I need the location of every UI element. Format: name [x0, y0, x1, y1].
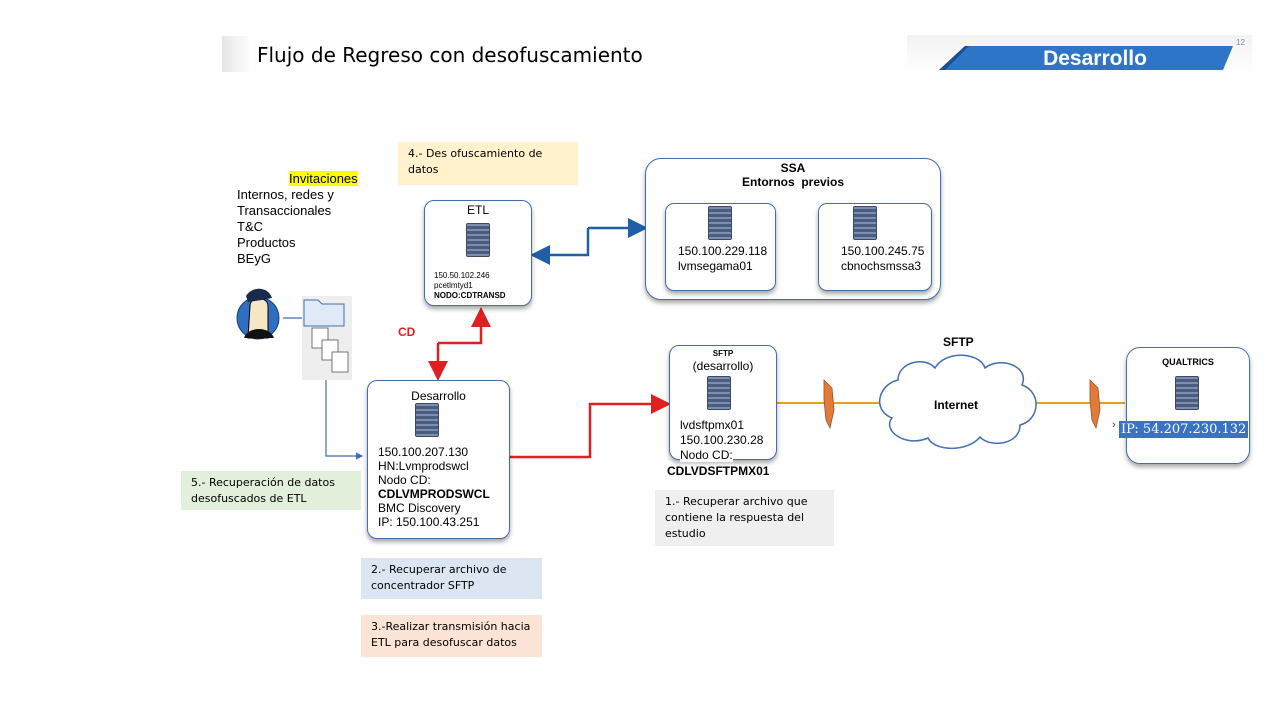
note-step-1: 1.- Recuperar archivo que contiene la re… [655, 490, 834, 546]
sftp-node-title: SFTP [712, 349, 734, 358]
desarrollo-bmc-ip: IP: 150.100.43.251 [378, 515, 480, 529]
desarrollo-bmc: BMC Discovery [378, 501, 461, 515]
invitations-line: Productos [237, 235, 296, 250]
sftp-ip: 150.100.230.28 [680, 433, 764, 447]
ssa-server2-box: 150.100.245.75 cbnochsmssa3 [818, 203, 932, 291]
user-hair-shape [246, 288, 272, 302]
invitations-line: BEyG [237, 251, 271, 266]
ssa-subtitle: Entornos previos [741, 175, 845, 189]
desarrollo-details: 150.100.207.130 HN:Lvmprodswcl Nodo CD: … [378, 445, 490, 529]
firewall-left-icon [823, 379, 835, 430]
brand-banner [939, 46, 1233, 70]
etl-node: ETL 150.50.102.246 pcetlmtyd1 NODO:CDTRA… [424, 200, 532, 306]
note-step-5: 5.- Recuperación de datos desofuscados d… [181, 471, 361, 510]
ssa-server1-box: 150.100.229.118 lvmsegama01 [665, 203, 776, 291]
sftp-host: lvdsftpmx01 [680, 418, 745, 432]
ssa-title: SSA [780, 161, 806, 175]
qualtrics-server-icon [1175, 376, 1199, 410]
internet-cloud-icon [878, 354, 1037, 450]
desarrollo-hostname: HN:Lvmprodswcl [378, 459, 469, 473]
qualtrics-node: QUALTRICS [1126, 347, 1250, 464]
sftp-node-subtitle: (desarrollo) [692, 359, 754, 373]
desarrollo-title: Desarrollo [411, 389, 466, 403]
sftp-node: SFTP (desarrollo) lvdsftpmx01 150.100.23… [669, 345, 777, 462]
sftp-node-label: Nodo CD: [680, 448, 733, 462]
sftp-server-icon [707, 376, 731, 410]
etl-ip: 150.50.102.246 [434, 271, 490, 280]
desarrollo-node-id: CDLVMPRODSWCL [378, 487, 490, 501]
invitations-line: Transaccionales [237, 203, 332, 218]
ssa-server1-icon [708, 206, 732, 240]
qualtrics-ip: IP: 54.207.230.132 [1119, 421, 1249, 438]
note-step-3: 3.-Realizar transmisión hacia ETL para d… [361, 615, 542, 657]
document-icon-3 [331, 351, 349, 373]
ssa-server2-ip: 150.100.245.75 [841, 244, 925, 258]
brand-label: Desarrollo [1043, 47, 1147, 70]
brand-banner-shape [939, 46, 1233, 70]
user-suit-shape [244, 329, 274, 338]
etl-ssa-arrow-left [530, 228, 590, 265]
cd-label: CD [398, 325, 416, 339]
folder-icon [303, 299, 345, 327]
desarrollo-ip: 150.100.207.130 [378, 445, 469, 459]
ssa-server2-icon [853, 206, 877, 240]
ssa-server2-host: cbnochsmssa3 [841, 259, 922, 273]
qualtrics-title: QUALTRICS [1162, 357, 1214, 367]
ssa-server1-host: lvmsegama01 [678, 259, 753, 273]
page-number: 12 [1236, 38, 1245, 47]
title-bar [222, 36, 642, 72]
ssa-container: SSA Entornos previos 150.100.229.118 lvm… [645, 158, 941, 300]
note-step-2: 2.- Recuperar archivo de concentrador SF… [361, 558, 542, 599]
invitations-heading: Invitaciones [289, 171, 358, 186]
desarrollo-node-label: Nodo CD: [378, 473, 431, 487]
brand-banner-edge [939, 46, 969, 70]
invitations-list: Internos, redes y Transaccionales T&C Pr… [237, 187, 334, 267]
cd-arrow-to-etl [438, 307, 491, 345]
page-title: Flujo de Regreso con desofuscamiento [257, 43, 643, 67]
qualtrics-marker: › [1112, 419, 1116, 431]
desarrollo-server-icon [415, 403, 439, 437]
sftp-node-id: CDLVDSFTPMX01 [667, 464, 770, 478]
desarrollo-node: Desarrollo 150.100.207.130 HN:Lvmprodswc… [367, 380, 510, 539]
internet-label: Internet [934, 398, 979, 412]
etl-server-icon [466, 223, 490, 257]
note-step-4: 4.- Des ofuscamiento de datos [398, 142, 578, 185]
folder-to-desarrollo-arrow [325, 380, 364, 460]
etl-node-id: NODO:CDTRANSD [434, 291, 506, 300]
invitations-line: Internos, redes y [237, 187, 334, 202]
invitations-line: T&C [237, 219, 263, 234]
firewall-right-icon [1089, 379, 1101, 430]
etl-title: ETL [466, 203, 489, 217]
etl-details: 150.50.102.246 pcetlmtyd1 NODO:CDTRANSD [434, 271, 506, 301]
sftp-label: SFTP [943, 335, 974, 349]
desarrollo-to-sftp-arrow [510, 394, 671, 459]
ssa-server1-ip: 150.100.229.118 [678, 244, 768, 258]
etl-host: pcetlmtyd1 [434, 281, 473, 290]
